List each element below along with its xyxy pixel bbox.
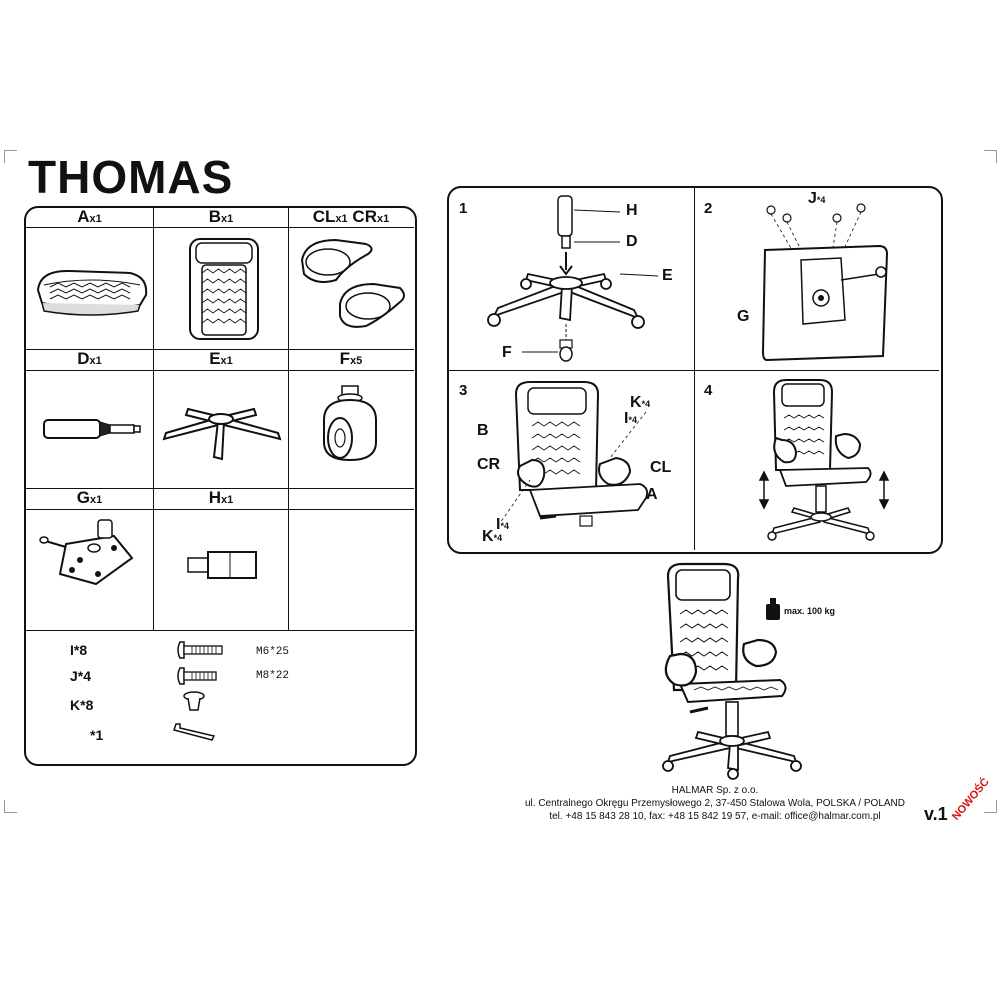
bolt-i-spec: M6*25 xyxy=(256,646,290,658)
document-title: THOMAS xyxy=(28,151,234,203)
part-header-g: Gx1 xyxy=(76,488,103,507)
gas-lift-part-d-illustration xyxy=(43,419,141,439)
parts-grid-line xyxy=(26,488,414,489)
bolt-j-spec: M8*22 xyxy=(256,670,290,682)
step-3-label-a: A xyxy=(646,486,658,503)
step-3-label-cr: CR xyxy=(477,456,501,473)
step-3-label-i-top: I*4 xyxy=(624,410,637,427)
hardware-item-allen-key: *1 xyxy=(90,727,104,743)
step-1-label-e: E xyxy=(662,267,673,284)
company-address: ul. Centralnego Okręgu Przemysłowego 2, … xyxy=(524,798,905,809)
part-header-cl-cr: CLx1 CRx1 xyxy=(312,207,390,226)
company-contact: tel. +48 15 843 28 10, fax: +48 15 842 1… xyxy=(549,811,881,822)
step-3-label-k-top: K*4 xyxy=(630,394,651,411)
crop-mark-top-right xyxy=(984,150,997,163)
weight-icon xyxy=(766,598,780,620)
parts-grid-line xyxy=(26,509,414,510)
step-3-backrest-armrests-illustration xyxy=(500,381,649,527)
crop-mark-bottom-right xyxy=(984,800,997,813)
step-4-number: 4 xyxy=(704,382,713,399)
step-3-label-cl: CL xyxy=(650,459,672,476)
parts-grid-line xyxy=(153,208,154,630)
step-1-number: 1 xyxy=(459,200,468,217)
parts-grid-line xyxy=(26,227,414,228)
caster-wheel-part-f-illustration xyxy=(323,385,377,462)
step-3-label-i-bottom: I*4 xyxy=(496,516,509,533)
part-header-f: Fx5 xyxy=(339,349,363,368)
parts-grid-line xyxy=(26,630,414,631)
step-2-label-g: G xyxy=(737,308,750,325)
crop-mark-top-left xyxy=(4,150,17,163)
version-label: v.1 xyxy=(924,804,948,824)
backrest-part-b-illustration xyxy=(189,238,259,340)
washer-k-icon xyxy=(183,691,205,711)
bolt-j-icon xyxy=(177,667,217,685)
step-1-base-assembly-illustration xyxy=(487,195,659,362)
step-1-label-d: D xyxy=(626,233,638,250)
part-header-b: Bx1 xyxy=(208,207,234,226)
hardware-item-i: I*8 xyxy=(70,642,88,658)
bolt-i-icon xyxy=(177,641,223,659)
cylinder-cover-part-h-illustration xyxy=(187,551,257,579)
step-3-label-k-bottom: K*4 xyxy=(482,528,503,545)
parts-grid-line xyxy=(288,208,289,630)
company-name: HALMAR Sp. z o.o. xyxy=(671,785,759,796)
part-header-a: Ax1 xyxy=(77,207,102,226)
part-header-d: Dx1 xyxy=(77,349,102,368)
step-2-number: 2 xyxy=(704,200,713,217)
part-header-e: Ex1 xyxy=(209,349,233,368)
part-header-h: Hx1 xyxy=(208,488,234,507)
assembled-chair-illustration xyxy=(662,562,802,780)
step-2-label-j: J*4 xyxy=(808,190,826,207)
crop-mark-bottom-left xyxy=(4,800,17,813)
armrests-part-cl-cr-illustration xyxy=(300,238,405,328)
step-1-label-h: H xyxy=(626,202,638,219)
allen-key-icon xyxy=(173,723,216,741)
hardware-item-k: K*8 xyxy=(70,697,94,713)
max-load-label: max. 100 kg xyxy=(784,606,836,616)
step-4-height-adjust-illustration xyxy=(758,379,890,541)
tilt-mechanism-part-g-illustration xyxy=(39,519,134,586)
step-3-label-b: B xyxy=(477,422,489,439)
step-1-label-f: F xyxy=(502,344,512,361)
parts-grid-line xyxy=(26,349,414,350)
step-3-number: 3 xyxy=(459,382,468,399)
hardware-item-j: J*4 xyxy=(70,668,92,684)
parts-grid-line xyxy=(26,370,414,371)
star-base-part-e-illustration xyxy=(162,407,282,461)
step-2-mechanism-assembly-illustration xyxy=(761,203,889,362)
seat-part-a-illustration xyxy=(36,269,148,316)
steps-grid-line xyxy=(694,188,695,550)
